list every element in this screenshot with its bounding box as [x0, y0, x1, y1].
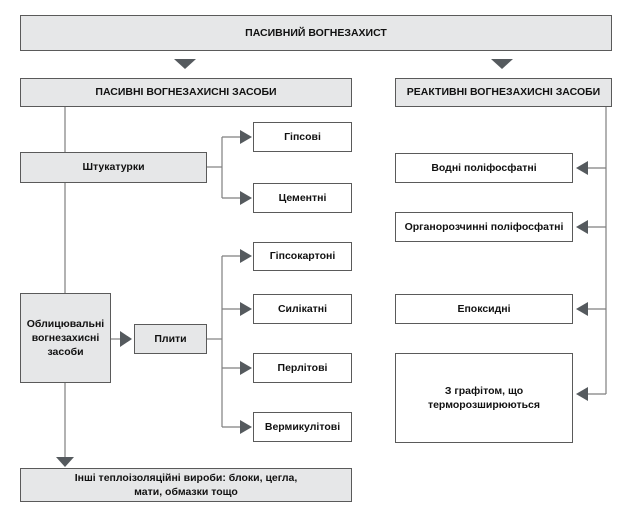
arrow-to-other — [56, 457, 74, 467]
reactive-header: РЕАКТИВНІ ВОГНЕЗАХИСНІ ЗАСОБИ — [406, 86, 601, 99]
epoxy-label: Епоксидні — [457, 302, 511, 315]
cement-box: Цементні — [253, 183, 352, 213]
plasters-box: Штукатурки — [20, 152, 207, 183]
silicate-label: Силікатні — [277, 302, 328, 315]
top-title-box: ПАСИВНИЙ ВОГНЕЗАХИСТ — [20, 15, 612, 51]
other-products-box: Інші теплоізоляційні вироби: блоки, цегл… — [20, 468, 352, 502]
gypsum-label: Гіпсові — [284, 130, 321, 143]
arrow-to-graphite — [576, 387, 588, 401]
silicate-box: Силікатні — [253, 294, 352, 324]
reactive-header-box: РЕАКТИВНІ ВОГНЕЗАХИСНІ ЗАСОБИ — [395, 78, 612, 107]
arrow-to-vermiculite — [240, 420, 252, 434]
plasterboard-label: Гіпсокартоні — [269, 250, 336, 263]
plates-box: Плити — [134, 324, 207, 354]
arrow-to-plates — [120, 331, 132, 347]
top-title: ПАСИВНИЙ ВОГНЕЗАХИСТ — [245, 26, 387, 39]
other-products-label: Інші теплоізоляційні вироби: блоки, цегл… — [74, 471, 298, 498]
organic-polyphosphate-box: Органорозчинні поліфосфатні — [395, 212, 573, 242]
cement-label: Цементні — [278, 191, 327, 204]
organic-polyphosphate-label: Органорозчинні поліфосфатні — [404, 220, 564, 233]
facing-box: Облицювальні вогнезахисні засоби — [20, 293, 111, 383]
perlite-label: Перлітові — [277, 361, 328, 374]
arrow-to-epoxy — [576, 302, 588, 316]
passive-header-box: ПАСИВНІ ВОГНЕЗАХИСНІ ЗАСОБИ — [20, 78, 352, 107]
arrow-to-perlite — [240, 361, 252, 375]
arrow-down-passive — [174, 59, 196, 69]
epoxy-box: Епоксидні — [395, 294, 573, 324]
arrow-to-plasterboard — [240, 249, 252, 263]
graphite-box: З графітом, що терморозширюються — [395, 353, 573, 443]
gypsum-box: Гіпсові — [253, 122, 352, 152]
plasters-label: Штукатурки — [82, 161, 145, 174]
perlite-box: Перлітові — [253, 353, 352, 383]
water-polyphosphate-box: Водні поліфосфатні — [395, 153, 573, 183]
water-polyphosphate-label: Водні поліфосфатні — [431, 161, 537, 174]
vermiculite-label: Вермикулітові — [264, 420, 341, 433]
graphite-label: З графітом, що терморозширюються — [427, 384, 541, 411]
arrow-to-gypsum — [240, 130, 252, 144]
arrow-to-cement — [240, 191, 252, 205]
plasterboard-box: Гіпсокартоні — [253, 242, 352, 271]
facing-label: Облицювальні вогнезахисні засоби — [26, 317, 105, 359]
arrow-to-organic — [576, 220, 588, 234]
vermiculite-box: Вермикулітові — [253, 412, 352, 442]
arrow-to-silicate — [240, 302, 252, 316]
arrow-down-reactive — [491, 59, 513, 69]
plates-label: Плити — [154, 332, 187, 345]
arrow-to-water — [576, 161, 588, 175]
passive-header: ПАСИВНІ ВОГНЕЗАХИСНІ ЗАСОБИ — [95, 86, 277, 99]
